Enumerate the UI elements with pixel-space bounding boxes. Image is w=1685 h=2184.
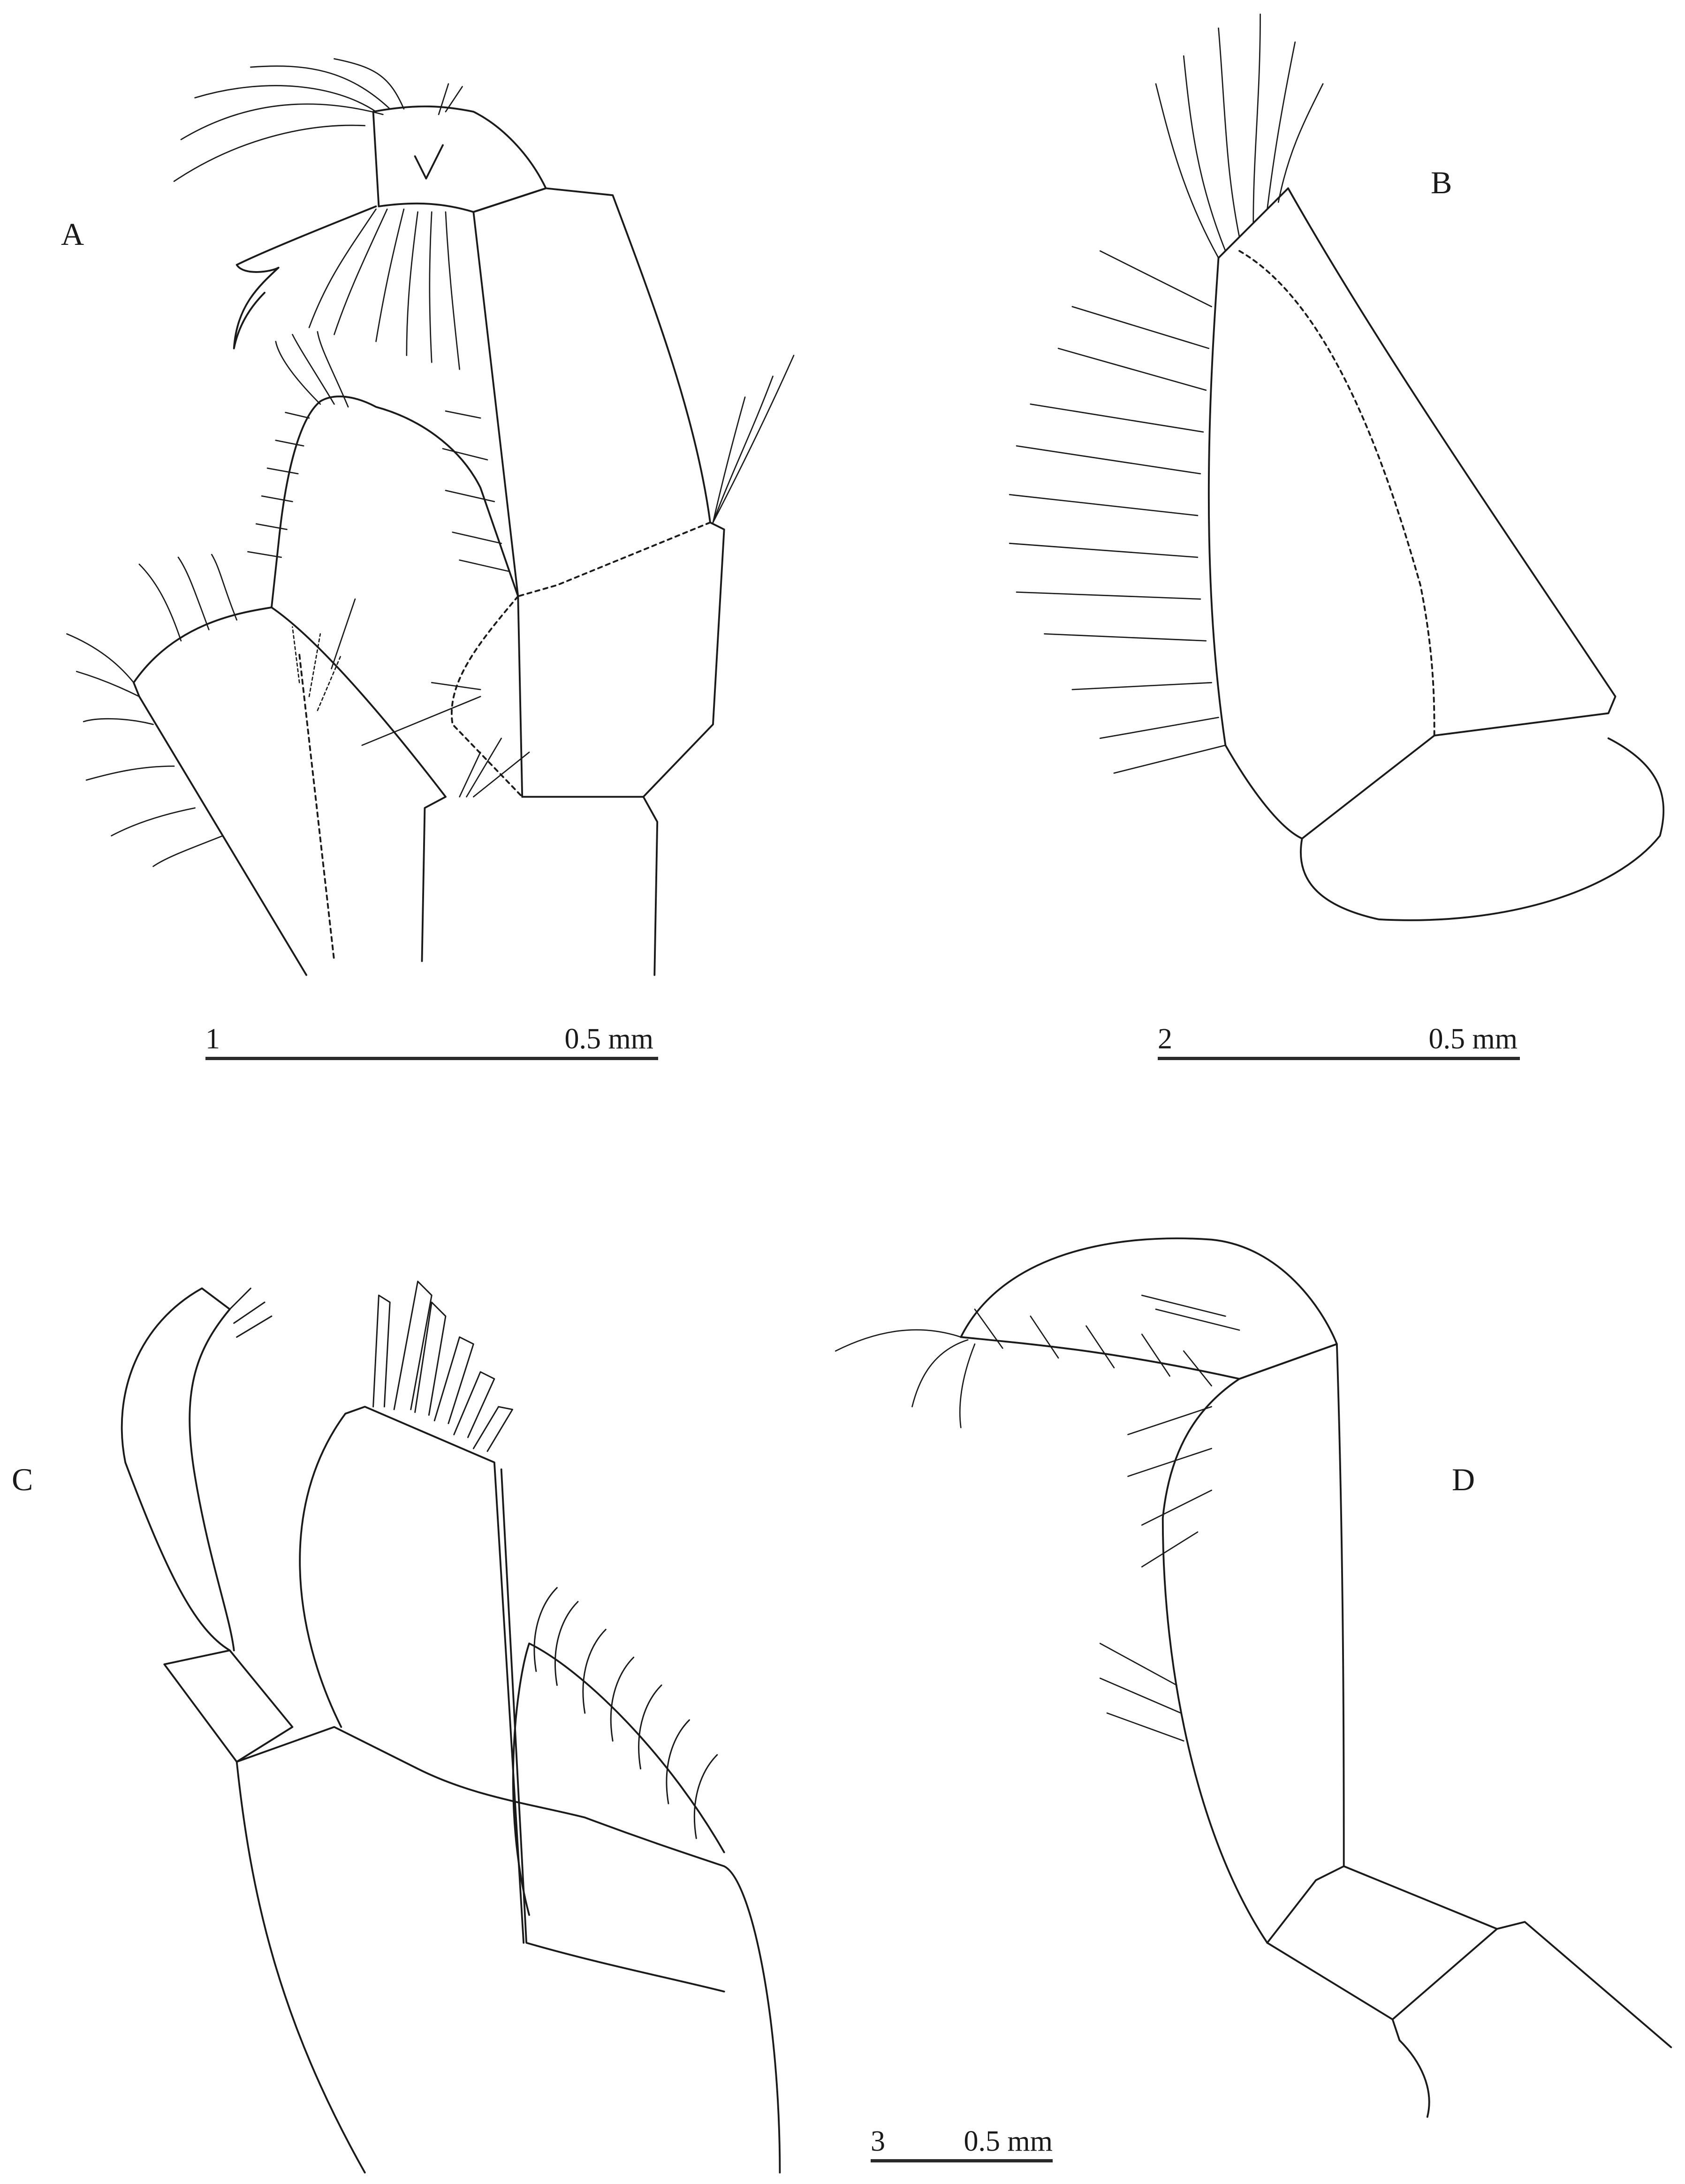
scale-bar-2: 2 0.5 mm: [1158, 1013, 1520, 1060]
scale-bar-line: [1158, 1057, 1520, 1060]
panel-label-a: A: [61, 216, 84, 252]
scale-bar-3: 3 0.5 mm: [871, 2111, 1053, 2162]
scale-bar-1: 1 0.5 mm: [205, 1013, 658, 1060]
panel-a-drawing: [66, 58, 795, 976]
scale-bar-length: 0.5 mm: [1428, 1023, 1518, 1055]
panel-b-drawing: [1009, 13, 1665, 921]
scale-bar-line: [205, 1057, 658, 1060]
scale-bar-number: 1: [205, 1023, 220, 1055]
panel-label-d: D: [1452, 1462, 1475, 1497]
scale-bar-number: 3: [871, 2125, 885, 2157]
scale-bar-line: [871, 2159, 1053, 2162]
scale-bar-number: 2: [1158, 1023, 1172, 1055]
scale-bar-length: 0.5 mm: [564, 1023, 653, 1055]
scale-bar-length: 0.5 mm: [964, 2125, 1053, 2157]
panel-d-drawing: [835, 1237, 1672, 2118]
panel-label-c: C: [12, 1462, 33, 1497]
panel-c-drawing: [121, 1281, 781, 2174]
panel-label-b: B: [1431, 165, 1452, 200]
